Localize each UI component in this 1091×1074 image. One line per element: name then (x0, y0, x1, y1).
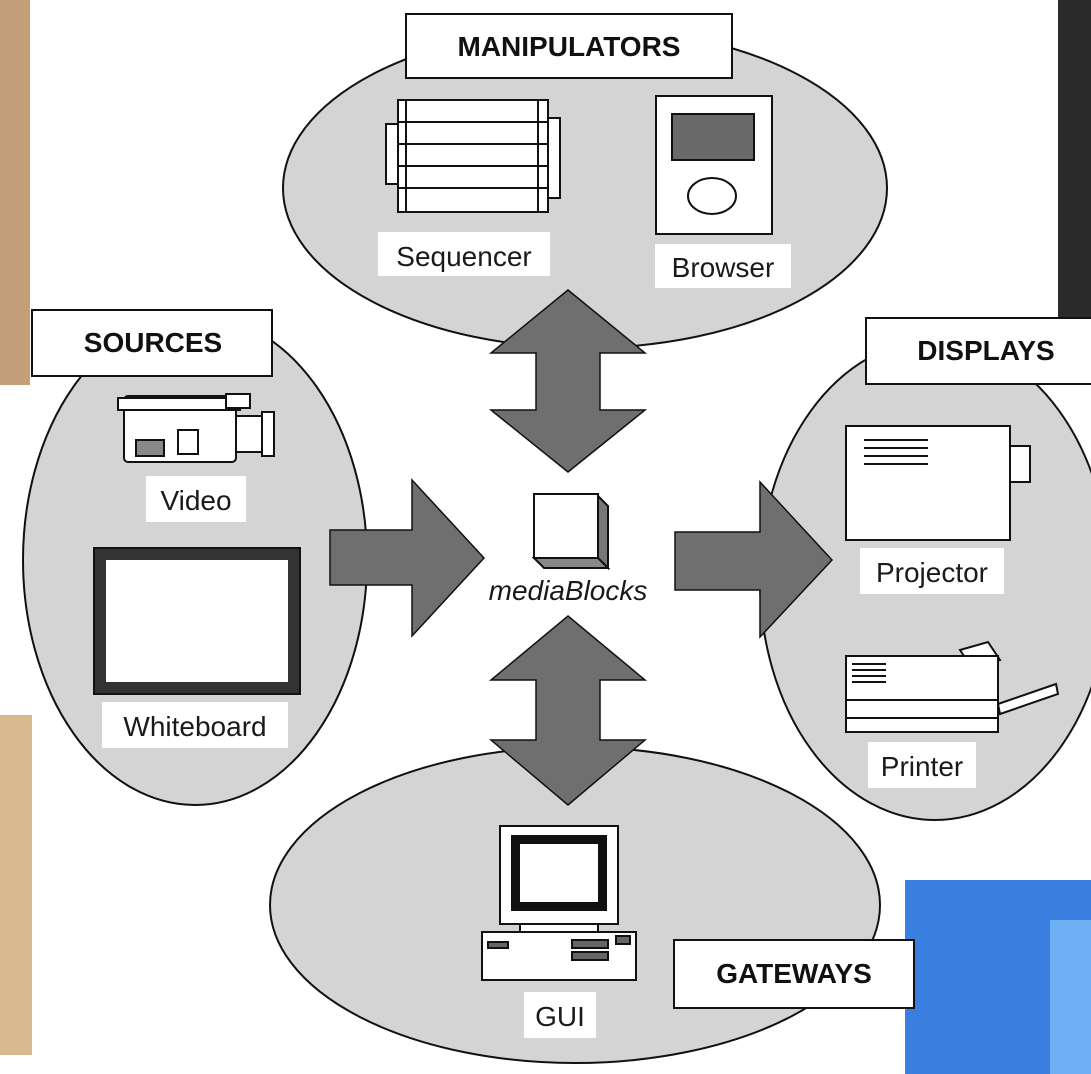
gui-label: GUI (535, 1001, 585, 1032)
whiteboard-surface (106, 560, 288, 682)
printer-tray (845, 717, 999, 733)
browser-icon (655, 95, 773, 235)
browser-label: Browser (672, 252, 775, 283)
photo-fragment-bottom-right-detail (1050, 920, 1091, 1074)
camera-top (117, 397, 242, 411)
camera-lens-ring (261, 411, 275, 457)
arrows (329, 289, 834, 806)
projector-lens (1009, 445, 1031, 483)
projector-label-bg (860, 548, 1004, 594)
cube-side (597, 493, 609, 571)
sequencer-handle-left (385, 123, 399, 185)
projector-icon (845, 425, 1031, 541)
cpu-button (615, 935, 631, 945)
monitor-stand (519, 923, 599, 933)
header-displays: DISPLAYS (865, 317, 1091, 385)
sequencer-label-bg (378, 232, 550, 276)
printer-output-tray (996, 682, 1060, 716)
arrow-manipulators-bidirectional (488, 289, 648, 473)
video-camera-icon (117, 393, 275, 463)
header-manipulators: MANIPULATORS (405, 13, 733, 79)
mediablock-cube-icon (531, 493, 611, 571)
header-manipulators-box (405, 13, 733, 79)
projector-body (845, 425, 1011, 541)
header-gateways-box (673, 939, 915, 1009)
printer-icon (845, 640, 1060, 733)
cpu-drive-1 (571, 939, 609, 949)
sequencer-icon (385, 99, 561, 213)
arrow-gateways-bidirectional (488, 615, 648, 806)
sources-title: SOURCES (84, 327, 222, 358)
browser-screen (671, 113, 755, 161)
sequencer-label: Sequencer (396, 241, 531, 272)
monitor-screen-inner (520, 844, 598, 902)
camera-viewfinder (225, 393, 251, 409)
cpu-case (481, 931, 637, 981)
arrow-sources-to-center (329, 478, 486, 638)
browser-label-bg (655, 244, 791, 288)
header-displays-box (865, 317, 1091, 385)
projector-label: Projector (876, 557, 988, 588)
photo-fragment-bottom-left (0, 715, 32, 1055)
displays-title: DISPLAYS (917, 335, 1054, 366)
header-sources-box (31, 309, 273, 377)
video-label-bg (146, 476, 246, 522)
photo-fragment-top-right (1058, 0, 1091, 318)
gui-label-bg (524, 992, 596, 1038)
arrow-center-to-displays (674, 480, 834, 639)
header-gateways: GATEWAYS (673, 939, 915, 1009)
printer-label: Printer (881, 751, 963, 782)
whiteboard-label-bg (102, 702, 288, 748)
gateways-title: GATEWAYS (716, 958, 872, 989)
sequencer-handle-right (547, 117, 561, 199)
header-sources: SOURCES (31, 309, 273, 377)
photo-fragment-top-left (0, 0, 30, 385)
computer-icon (481, 825, 637, 981)
printer-body (845, 655, 999, 719)
camera-panel (135, 439, 165, 457)
printer-label-bg (868, 742, 976, 788)
center-label-bg (470, 574, 666, 608)
cpu-drive-2 (571, 951, 609, 961)
cpu-slot (487, 941, 509, 949)
whiteboard-icon (93, 547, 301, 695)
manipulators-title: MANIPULATORS (458, 31, 681, 62)
video-label: Video (160, 485, 231, 516)
cube-bottom (531, 557, 611, 569)
center-label: mediaBlocks (489, 575, 648, 606)
browser-wheel (687, 177, 737, 215)
whiteboard-label: Whiteboard (123, 711, 266, 742)
sequencer-body (397, 99, 549, 213)
cube-front (533, 493, 599, 559)
camera-grip (177, 429, 199, 455)
